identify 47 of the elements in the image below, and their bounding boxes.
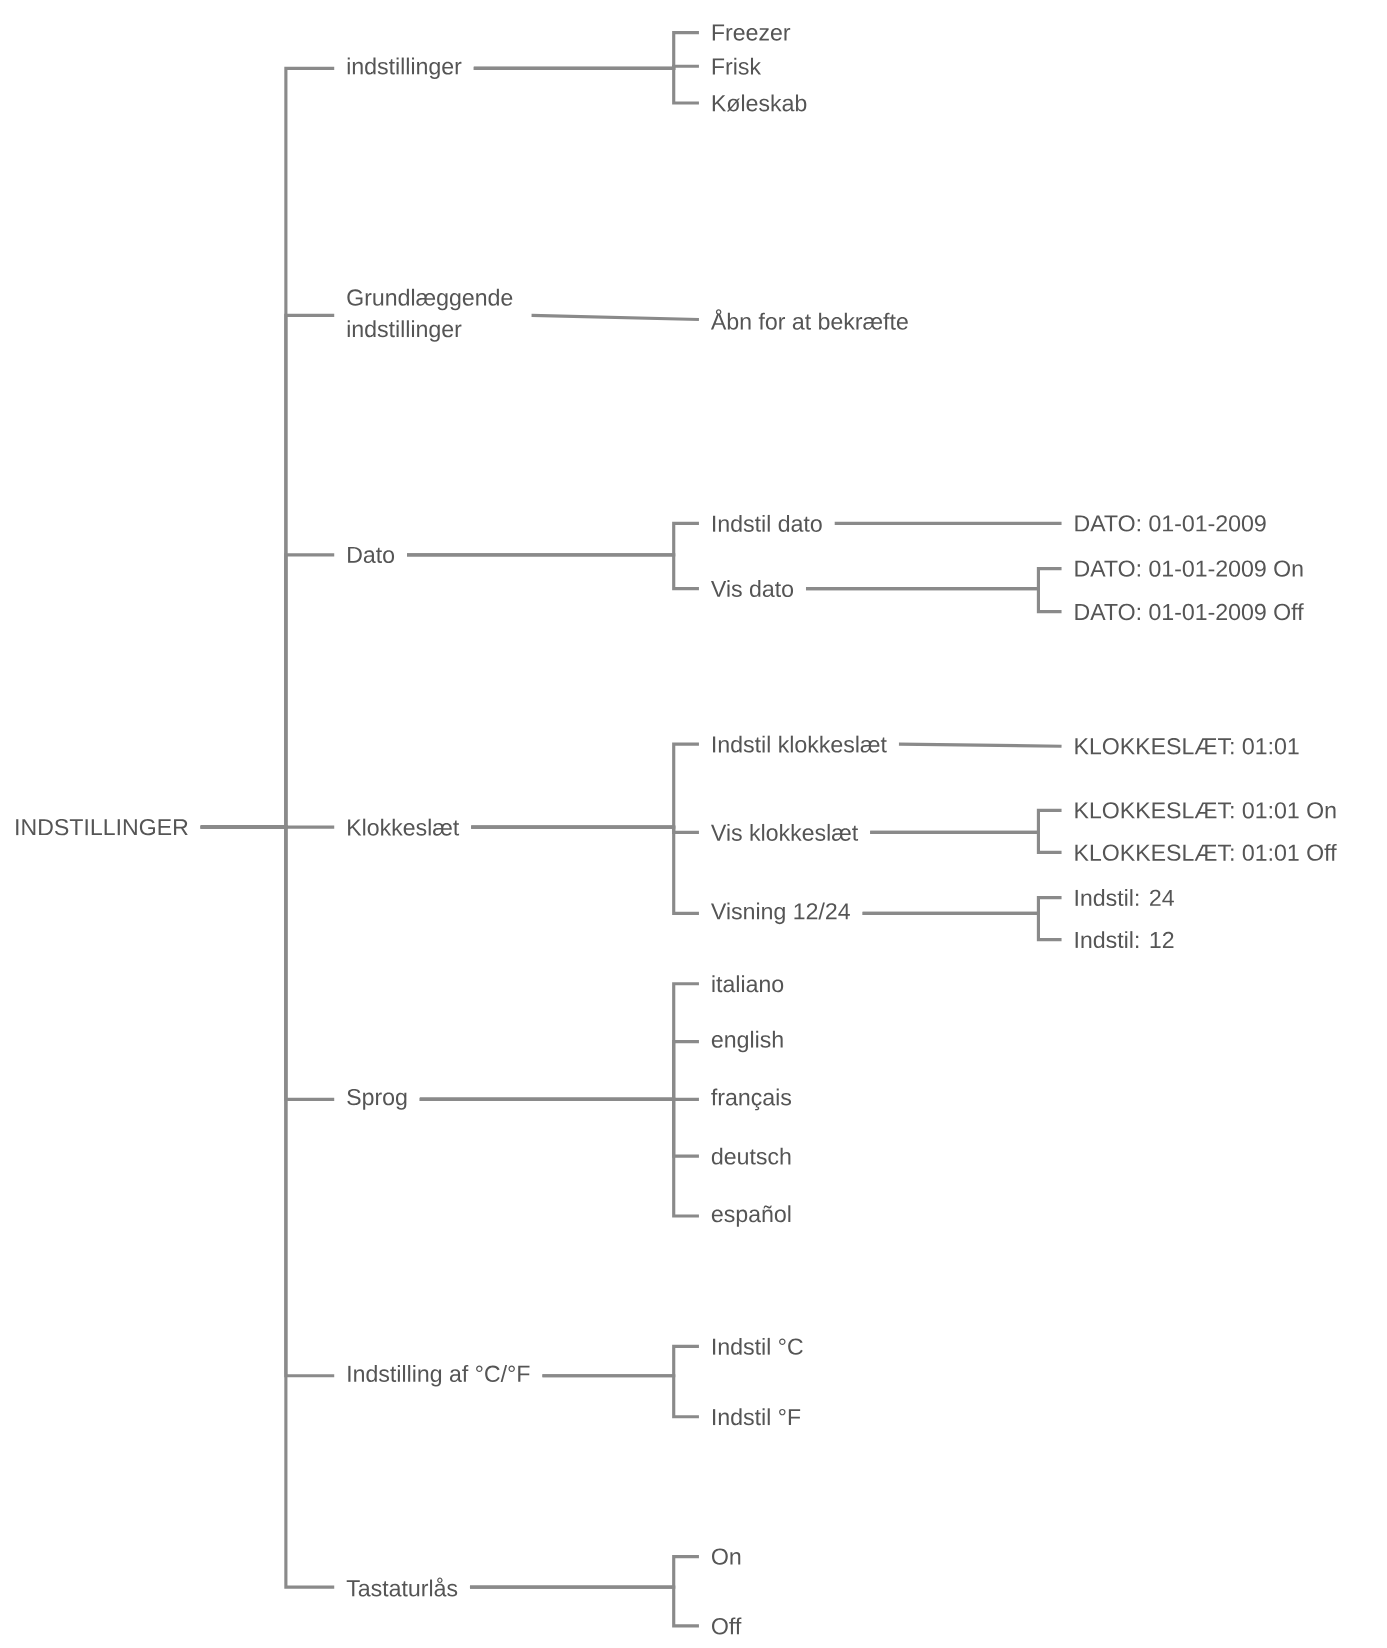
menu-item: deutsch — [711, 1147, 791, 1165]
menu-item: Indstil dato — [712, 514, 822, 532]
menu-item: Indstil klokkeslæt — [712, 735, 887, 753]
menu-item: Grundlæggende indstillinger — [347, 288, 513, 342]
menu-item: Off — [711, 1617, 742, 1635]
connector-line — [471, 825, 699, 915]
menu-item: KLOKKESLÆT: 01:01 On — [1075, 802, 1336, 819]
menu-item: KLOKKESLÆT: 01:01 Off — [1075, 843, 1337, 861]
connector-line — [419, 1097, 699, 1218]
menu-item: Visning 12/24 — [710, 902, 850, 925]
connector-line — [469, 1585, 699, 1628]
connector-line — [473, 66, 699, 105]
connector-line — [862, 911, 1062, 942]
connector-line — [870, 830, 1062, 854]
menu-item: Køleskab — [712, 94, 807, 112]
menu-item: KLOKKESLÆT: 01:01 — [1075, 738, 1299, 755]
menu-item: Åbn for at bekræfte — [710, 309, 908, 330]
menu-item: Indstil: 12 — [1075, 931, 1174, 949]
menu-item: INDSTILLINGER — [16, 818, 188, 836]
connector-line — [898, 742, 1062, 748]
menu-item: Dato — [347, 546, 394, 563]
connector-line — [531, 313, 699, 322]
connector-line — [406, 553, 699, 591]
menu-item: DATO: 01-01-2009 On — [1075, 560, 1303, 577]
connector-line — [542, 1374, 699, 1419]
menu-item: indstillinger — [347, 57, 462, 80]
menu-item: Sprog — [347, 1088, 407, 1110]
menu-item: italiano — [712, 975, 783, 993]
menu-item: Frisk — [712, 57, 761, 75]
menu-item: Indstilling af °C/°F — [348, 1365, 530, 1387]
menu-item: english — [711, 1030, 783, 1053]
connector-line — [834, 521, 1062, 525]
menu-item: français — [711, 1088, 791, 1111]
connector-line — [200, 825, 335, 1589]
connector-line — [805, 587, 1062, 614]
menu-item: Tastaturlås — [346, 1577, 457, 1597]
menu-item: Klokkeslæt — [347, 818, 459, 836]
menu-item: DATO: 01-01-2009 Off — [1075, 603, 1304, 621]
menu-item: DATO: 01-01-2009 — [1075, 515, 1266, 532]
menu-item: Indstil °C — [712, 1337, 803, 1355]
menu-item: Vis dato — [710, 580, 793, 598]
menu-item: On — [711, 1548, 741, 1565]
menu-item: Indstil °F — [712, 1408, 800, 1426]
menu-item: español — [711, 1205, 791, 1227]
menu-item: Indstil: 24 — [1075, 889, 1174, 907]
menu-item: Freezer — [712, 24, 790, 41]
menu-item: Vis klokkeslæt — [710, 823, 858, 841]
